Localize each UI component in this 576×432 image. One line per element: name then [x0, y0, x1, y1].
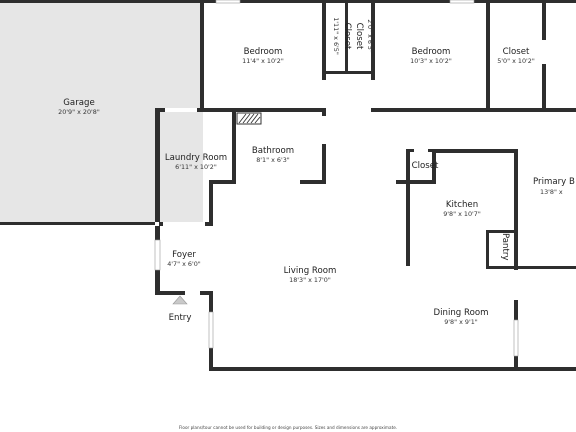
kitchen-name: Kitchen	[446, 200, 478, 210]
bathroom-name: Bathroom	[252, 146, 294, 156]
primary-bedroom-dim: 13'8" x	[540, 188, 563, 196]
bathroom-dim: 8'1" x 6'3"	[256, 156, 290, 164]
room-labels: Garage 20'9" x 20'8" Bedroom 11'4" x 10'…	[58, 17, 575, 326]
laundry-name: Laundry Room	[165, 153, 227, 163]
dining-dim: 9'8" x 9'1"	[444, 318, 478, 326]
closet3-dim: 5'0" x 10'2"	[497, 57, 535, 65]
living-dim: 18'3" x 17'0"	[289, 276, 331, 284]
disclaimer: Floor plans/tour cannot be used for buil…	[178, 425, 398, 430]
laundry-dim: 6'11" x 10'2"	[175, 163, 217, 171]
bedroom2-name: Bedroom	[412, 47, 451, 57]
pantry-name: Pantry	[500, 233, 510, 261]
foyer-name: Foyer	[172, 250, 196, 260]
garage-dim: 20'9" x 20'8"	[58, 108, 100, 116]
closet1-dim: 1'11" x 6'5"	[332, 17, 340, 55]
closet1-name: Closet	[342, 23, 352, 50]
entry-arrow-icon	[172, 295, 188, 305]
living-name: Living Room	[284, 266, 337, 276]
closet2-name: Closet	[354, 23, 364, 50]
garage-name: Garage	[63, 98, 94, 108]
bedroom1-dim: 11'4" x 10'2"	[242, 57, 284, 65]
foyer-dim: 4'7" x 6'0"	[167, 260, 201, 268]
bedroom1-name: Bedroom	[244, 47, 283, 57]
bedroom2-dim: 10'3" x 10'2"	[410, 57, 452, 65]
primary-bedroom-name: Primary B	[533, 177, 575, 187]
vent-icon	[236, 112, 262, 125]
closet3-name: Closet	[503, 47, 530, 57]
dining-name: Dining Room	[434, 308, 489, 318]
closet2-dim: 2'0" x 6'5"	[366, 19, 374, 53]
kitchen-dim: 9'8" x 10'7"	[443, 210, 481, 218]
entry-label: Entry	[169, 313, 192, 323]
windows	[154, 0, 519, 357]
door-openings	[155, 40, 546, 300]
kitchen-closet-name: Closet	[412, 161, 439, 171]
